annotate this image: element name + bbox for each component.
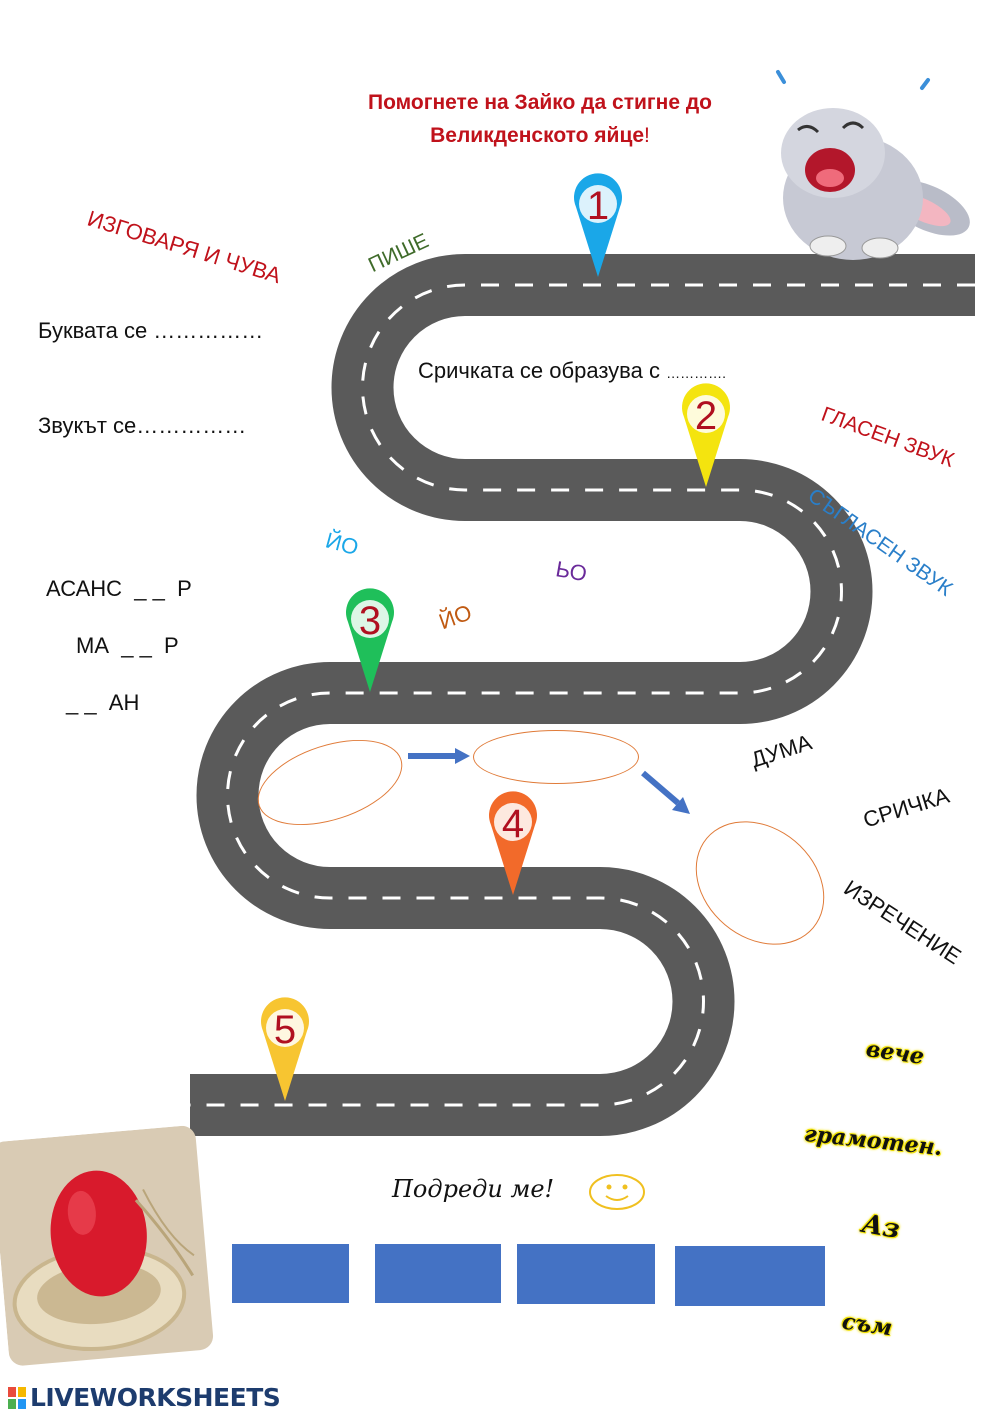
fill-word-1[interactable]: АСАНС _ _ Р <box>46 576 192 601</box>
title-exclamation: ! <box>644 124 650 147</box>
map-pin-number: 5 <box>274 1008 296 1052</box>
statement-sound[interactable]: Звукът се…………… <box>38 413 247 438</box>
page-title: Помогнете на Зайко да стигне до Великден… <box>300 86 780 152</box>
title-line1: Помогнете на Зайко да стигне до <box>367 91 713 114</box>
road-lines <box>190 283 975 1107</box>
map-pin-4[interactable]: 4 <box>489 791 537 895</box>
map-pin-center <box>494 803 532 841</box>
sort-slot-3[interactable] <box>517 1244 655 1304</box>
drop-zone-2[interactable] <box>473 730 639 784</box>
footer-brand[interactable]: LIVEWORKSHEETS <box>8 1383 281 1412</box>
statement-letter[interactable]: Буквата се …………… <box>38 318 264 343</box>
sort-slot-1[interactable] <box>232 1244 349 1303</box>
map-pin-3[interactable]: 3 <box>346 588 395 692</box>
map-pin-number: 2 <box>695 394 717 438</box>
title-line2: Великденското яйце <box>430 124 645 147</box>
road <box>190 254 975 1136</box>
arrow-down-right-icon <box>641 770 690 814</box>
map-pin-2[interactable]: 2 <box>682 383 730 487</box>
sort-slot-2[interactable] <box>375 1244 501 1303</box>
map-pin-number: 4 <box>502 802 524 846</box>
crying-bunny-image <box>776 70 970 260</box>
liveworksheets-logo-icon <box>8 1386 26 1409</box>
smiley-icon <box>589 1174 645 1210</box>
fill-word-3[interactable]: _ _ АН <box>66 690 140 715</box>
option-softsign-o[interactable]: ЬО <box>553 556 589 587</box>
statement-syllable-blank[interactable]: …………. <box>666 365 726 381</box>
statement-syllable-text: Сричката се образува с <box>418 358 660 383</box>
arrow-right-icon <box>408 748 470 764</box>
map-pin-center <box>351 600 389 638</box>
fill-word-2[interactable]: МА _ _ Р <box>76 633 179 658</box>
sort-prompt-text: Подреди ме! <box>392 1175 555 1203</box>
map-pin-number: 3 <box>359 599 381 643</box>
map-pin-number: 1 <box>587 184 609 228</box>
statement-syllable[interactable]: Сричката се образува с …………. <box>418 358 726 384</box>
sort-prompt: Подреди ме! <box>392 1175 554 1203</box>
map-pin-5[interactable]: 5 <box>261 997 310 1101</box>
map-pin-center <box>266 1009 304 1047</box>
brand-name: LIVEWORKSHEETS <box>30 1383 281 1412</box>
map-pin-1[interactable]: 1 <box>574 173 622 277</box>
easter-egg-photo <box>0 1125 214 1366</box>
map-pin-center <box>687 395 725 433</box>
tile-az[interactable]: Аз <box>859 1208 903 1246</box>
sort-slot-4[interactable] <box>675 1246 825 1306</box>
map-pin-center <box>579 185 617 223</box>
